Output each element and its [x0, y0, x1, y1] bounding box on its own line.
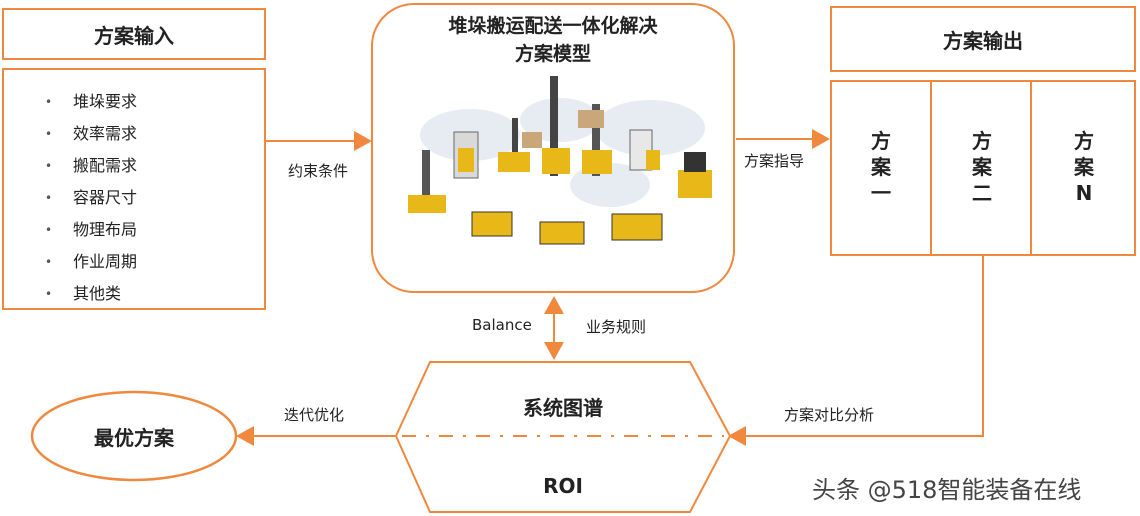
- plan-one-char: 一: [871, 181, 891, 205]
- arrow-output-to-graph: [728, 256, 984, 446]
- forklift-icon: [408, 150, 446, 213]
- list-item: 物理布局: [45, 214, 137, 246]
- list-item: 堆垛要求: [45, 86, 137, 118]
- list-item: 效率需求: [45, 118, 137, 150]
- forklift-icon: [578, 104, 612, 176]
- list-item: 搬配需求: [45, 150, 137, 182]
- graph-roi: ROI: [543, 474, 583, 498]
- model-title-line1: 堆垛搬运配送一体化解决: [448, 15, 658, 37]
- list-item: 容器尺寸: [45, 182, 137, 214]
- output-divider-1: [930, 80, 932, 256]
- forklift-illustrations: [408, 76, 712, 245]
- plan-n-char: 方: [1074, 129, 1094, 153]
- plan-one-char: 案: [871, 155, 891, 179]
- output-divider-2: [1030, 80, 1032, 256]
- output-columns-box: [830, 80, 1136, 256]
- plan-one-char: 方: [871, 129, 891, 153]
- plan-two-char: 案: [972, 155, 992, 179]
- watermark: 头条 @518智能装备在线: [812, 476, 1082, 504]
- label-rules: 业务规则: [586, 318, 647, 336]
- plan-two: 方 案 二: [932, 128, 1032, 206]
- label-constraint: 约束条件: [288, 162, 349, 180]
- label-iterate: 迭代优化: [284, 406, 345, 424]
- plan-n-char: 案: [1074, 155, 1094, 179]
- plan-n-char: N: [1075, 181, 1093, 205]
- forklift-icon: [678, 152, 712, 198]
- label-guidance: 方案指导: [744, 152, 805, 170]
- forklift-icon: [542, 76, 570, 176]
- output-title: 方案输出: [943, 28, 1023, 53]
- best-plan-shape: [30, 390, 238, 482]
- label-compare: 方案对比分析: [784, 406, 875, 424]
- label-balance: Balance: [472, 316, 532, 334]
- forklift-icon: [629, 129, 660, 171]
- forklift-icon: [611, 213, 663, 241]
- model-title-line2: 方案模型: [514, 43, 591, 65]
- output-title-box: 方案输出: [830, 6, 1136, 72]
- input-title: 方案输入: [94, 23, 174, 48]
- forklift-icon: [498, 118, 542, 172]
- plan-two-char: 二: [972, 181, 992, 205]
- list-item: 作业周期: [45, 246, 137, 278]
- input-title-box: 方案输入: [2, 8, 266, 60]
- plan-n: 方 案 N: [1032, 128, 1136, 206]
- forklift-icon: [539, 221, 585, 245]
- graph-title: 系统图谱: [523, 396, 603, 420]
- plan-two-char: 方: [972, 129, 992, 153]
- forklift-icon: [471, 211, 513, 237]
- plan-one: 方 案 一: [830, 128, 932, 206]
- best-plan-title: 最优方案: [94, 426, 174, 450]
- model-title: 堆垛搬运配送一体化解决 方案模型: [372, 12, 734, 68]
- forklift-icon: [453, 131, 479, 179]
- input-list: 堆垛要求 效率需求 搬配需求 容器尺寸 物理布局 作业周期 其他类: [45, 86, 137, 310]
- list-item: 其他类: [45, 278, 137, 310]
